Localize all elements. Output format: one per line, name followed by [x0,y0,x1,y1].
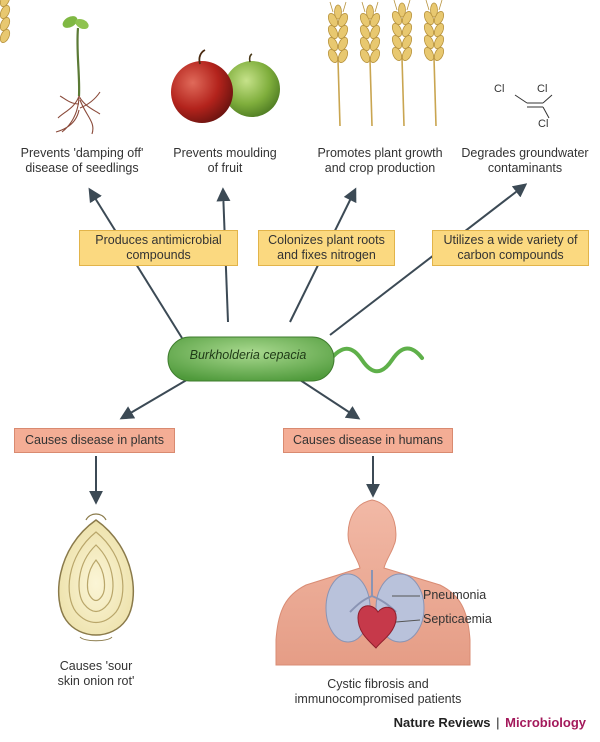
chlorine-atom-label: Cl [537,83,548,95]
disease-humans-box: Causes disease in humans [283,428,453,453]
wheat-icon [0,0,446,127]
journal-section: Microbiology [505,715,586,730]
journal-name: Nature Reviews [393,715,491,730]
septicaemia-label: Septicaemia [423,612,492,626]
fruit-icon [171,49,280,123]
footer-separator: | [496,715,500,730]
disease-plants-box: Causes disease in plants [14,428,175,453]
onion-icon [57,513,135,642]
effect-damping-off: Prevents 'damping off'disease of seedlin… [20,146,144,175]
journal-credit: Nature Reviews | Microbiology [394,715,586,730]
bacterium-icon [167,336,424,382]
chlorine-atom-label: Cl [494,83,505,95]
seedling-icon [55,16,101,135]
pneumonia-label: Pneumonia [423,588,487,602]
chlorine-atom-label: Cl [538,118,549,130]
organism-name: Burkholderia cepacia [189,348,307,362]
trichloroethene-structure [514,94,553,119]
human-torso-icon [275,499,471,666]
